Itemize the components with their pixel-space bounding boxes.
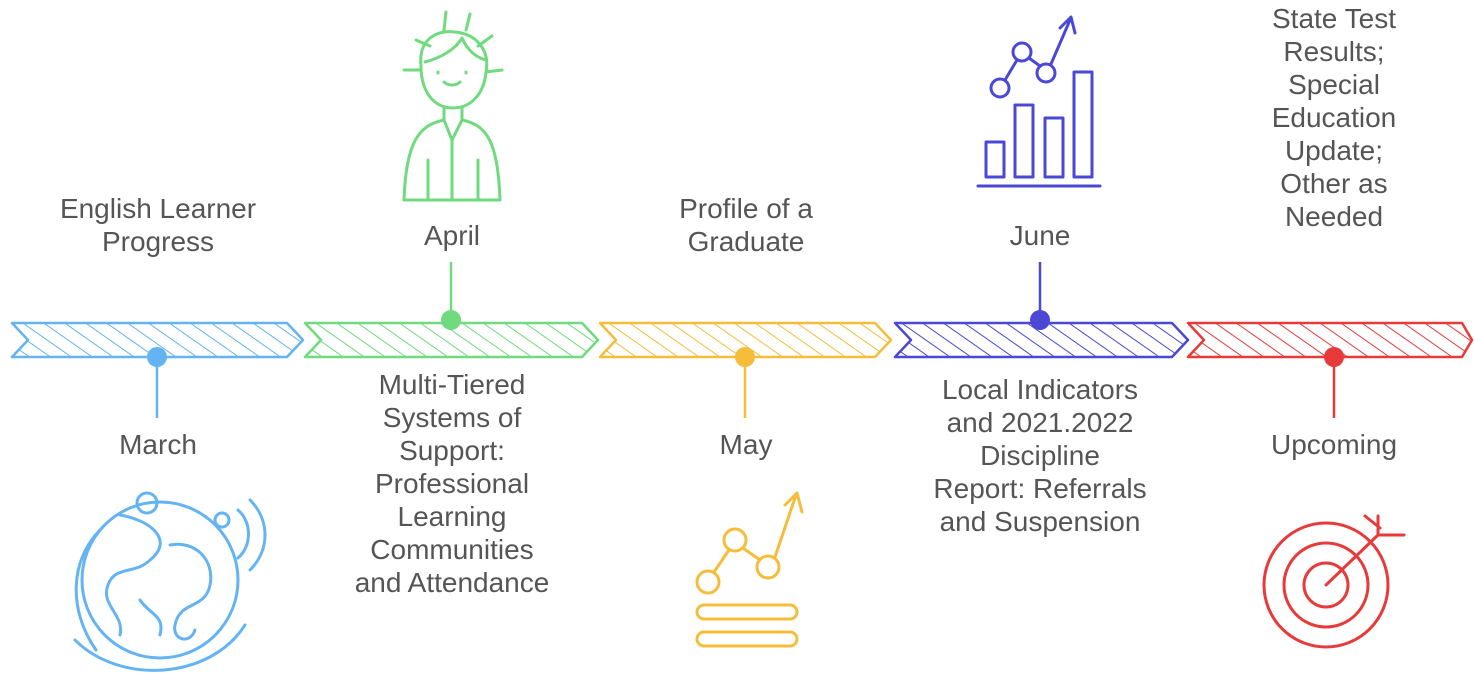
connector-march — [147, 347, 167, 418]
person-icon — [402, 10, 504, 202]
connector-may — [735, 347, 755, 418]
topic-line: and Suspension — [939, 506, 1141, 537]
topic-line: and 2021.2022 — [946, 407, 1134, 438]
connector-april — [441, 262, 461, 330]
topic-line: Professional — [374, 468, 530, 499]
topic-line: English Learner — [59, 193, 257, 224]
topic-label-april: Multi-Tiered Systems of Support: Profess… — [355, 368, 550, 599]
growth-chart-icon — [695, 491, 804, 648]
topic-label-upcoming: State Test Results; Special Education Up… — [1264, 2, 1404, 233]
topic-label-may: Profile of a Graduate — [679, 192, 813, 258]
topic-label-june: Local Indicators and 2021.2022 Disciplin… — [933, 373, 1146, 538]
globe-icon — [73, 491, 267, 672]
timeline-segment-may — [598, 321, 893, 359]
topic-label-march: English Learner Progress — [60, 192, 256, 258]
topic-line: Needed — [1284, 201, 1384, 232]
topic-line: Learning — [397, 501, 507, 532]
target-icon — [1262, 514, 1406, 649]
bar-chart-icon — [976, 15, 1102, 188]
timeline-segment-march — [10, 321, 305, 359]
topic-line: Systems of — [382, 402, 522, 433]
timeline-segment-june — [893, 321, 1190, 359]
month-label-june: June — [1009, 220, 1071, 251]
month-label-april: April — [423, 220, 481, 251]
topic-line: Discipline — [980, 440, 1100, 471]
topic-line: Communities — [370, 534, 534, 565]
topic-line: and Attendance — [354, 567, 550, 598]
topic-line: Local Indicators — [941, 374, 1139, 405]
topic-line: Special Education — [1271, 69, 1397, 133]
connector-june — [1030, 262, 1050, 330]
month-label-may: May — [719, 429, 773, 460]
topic-line: Report: Referrals — [933, 473, 1147, 504]
timeline-segment-upcoming — [1186, 321, 1474, 359]
month-label-march: March — [119, 429, 197, 460]
month-label-upcoming: Upcoming — [1270, 429, 1398, 460]
topic-line: Update; Other as — [1280, 135, 1388, 199]
topic-line: Support: — [399, 435, 505, 466]
topic-line: Profile of a — [679, 193, 813, 224]
connector-upcoming — [1324, 347, 1344, 418]
topic-line: Graduate — [687, 226, 805, 257]
topic-line: Progress — [101, 226, 215, 257]
topic-line: Multi-Tiered — [378, 369, 526, 400]
timeline-segment-april — [303, 321, 600, 359]
topic-line: State Test Results; — [1271, 3, 1396, 67]
